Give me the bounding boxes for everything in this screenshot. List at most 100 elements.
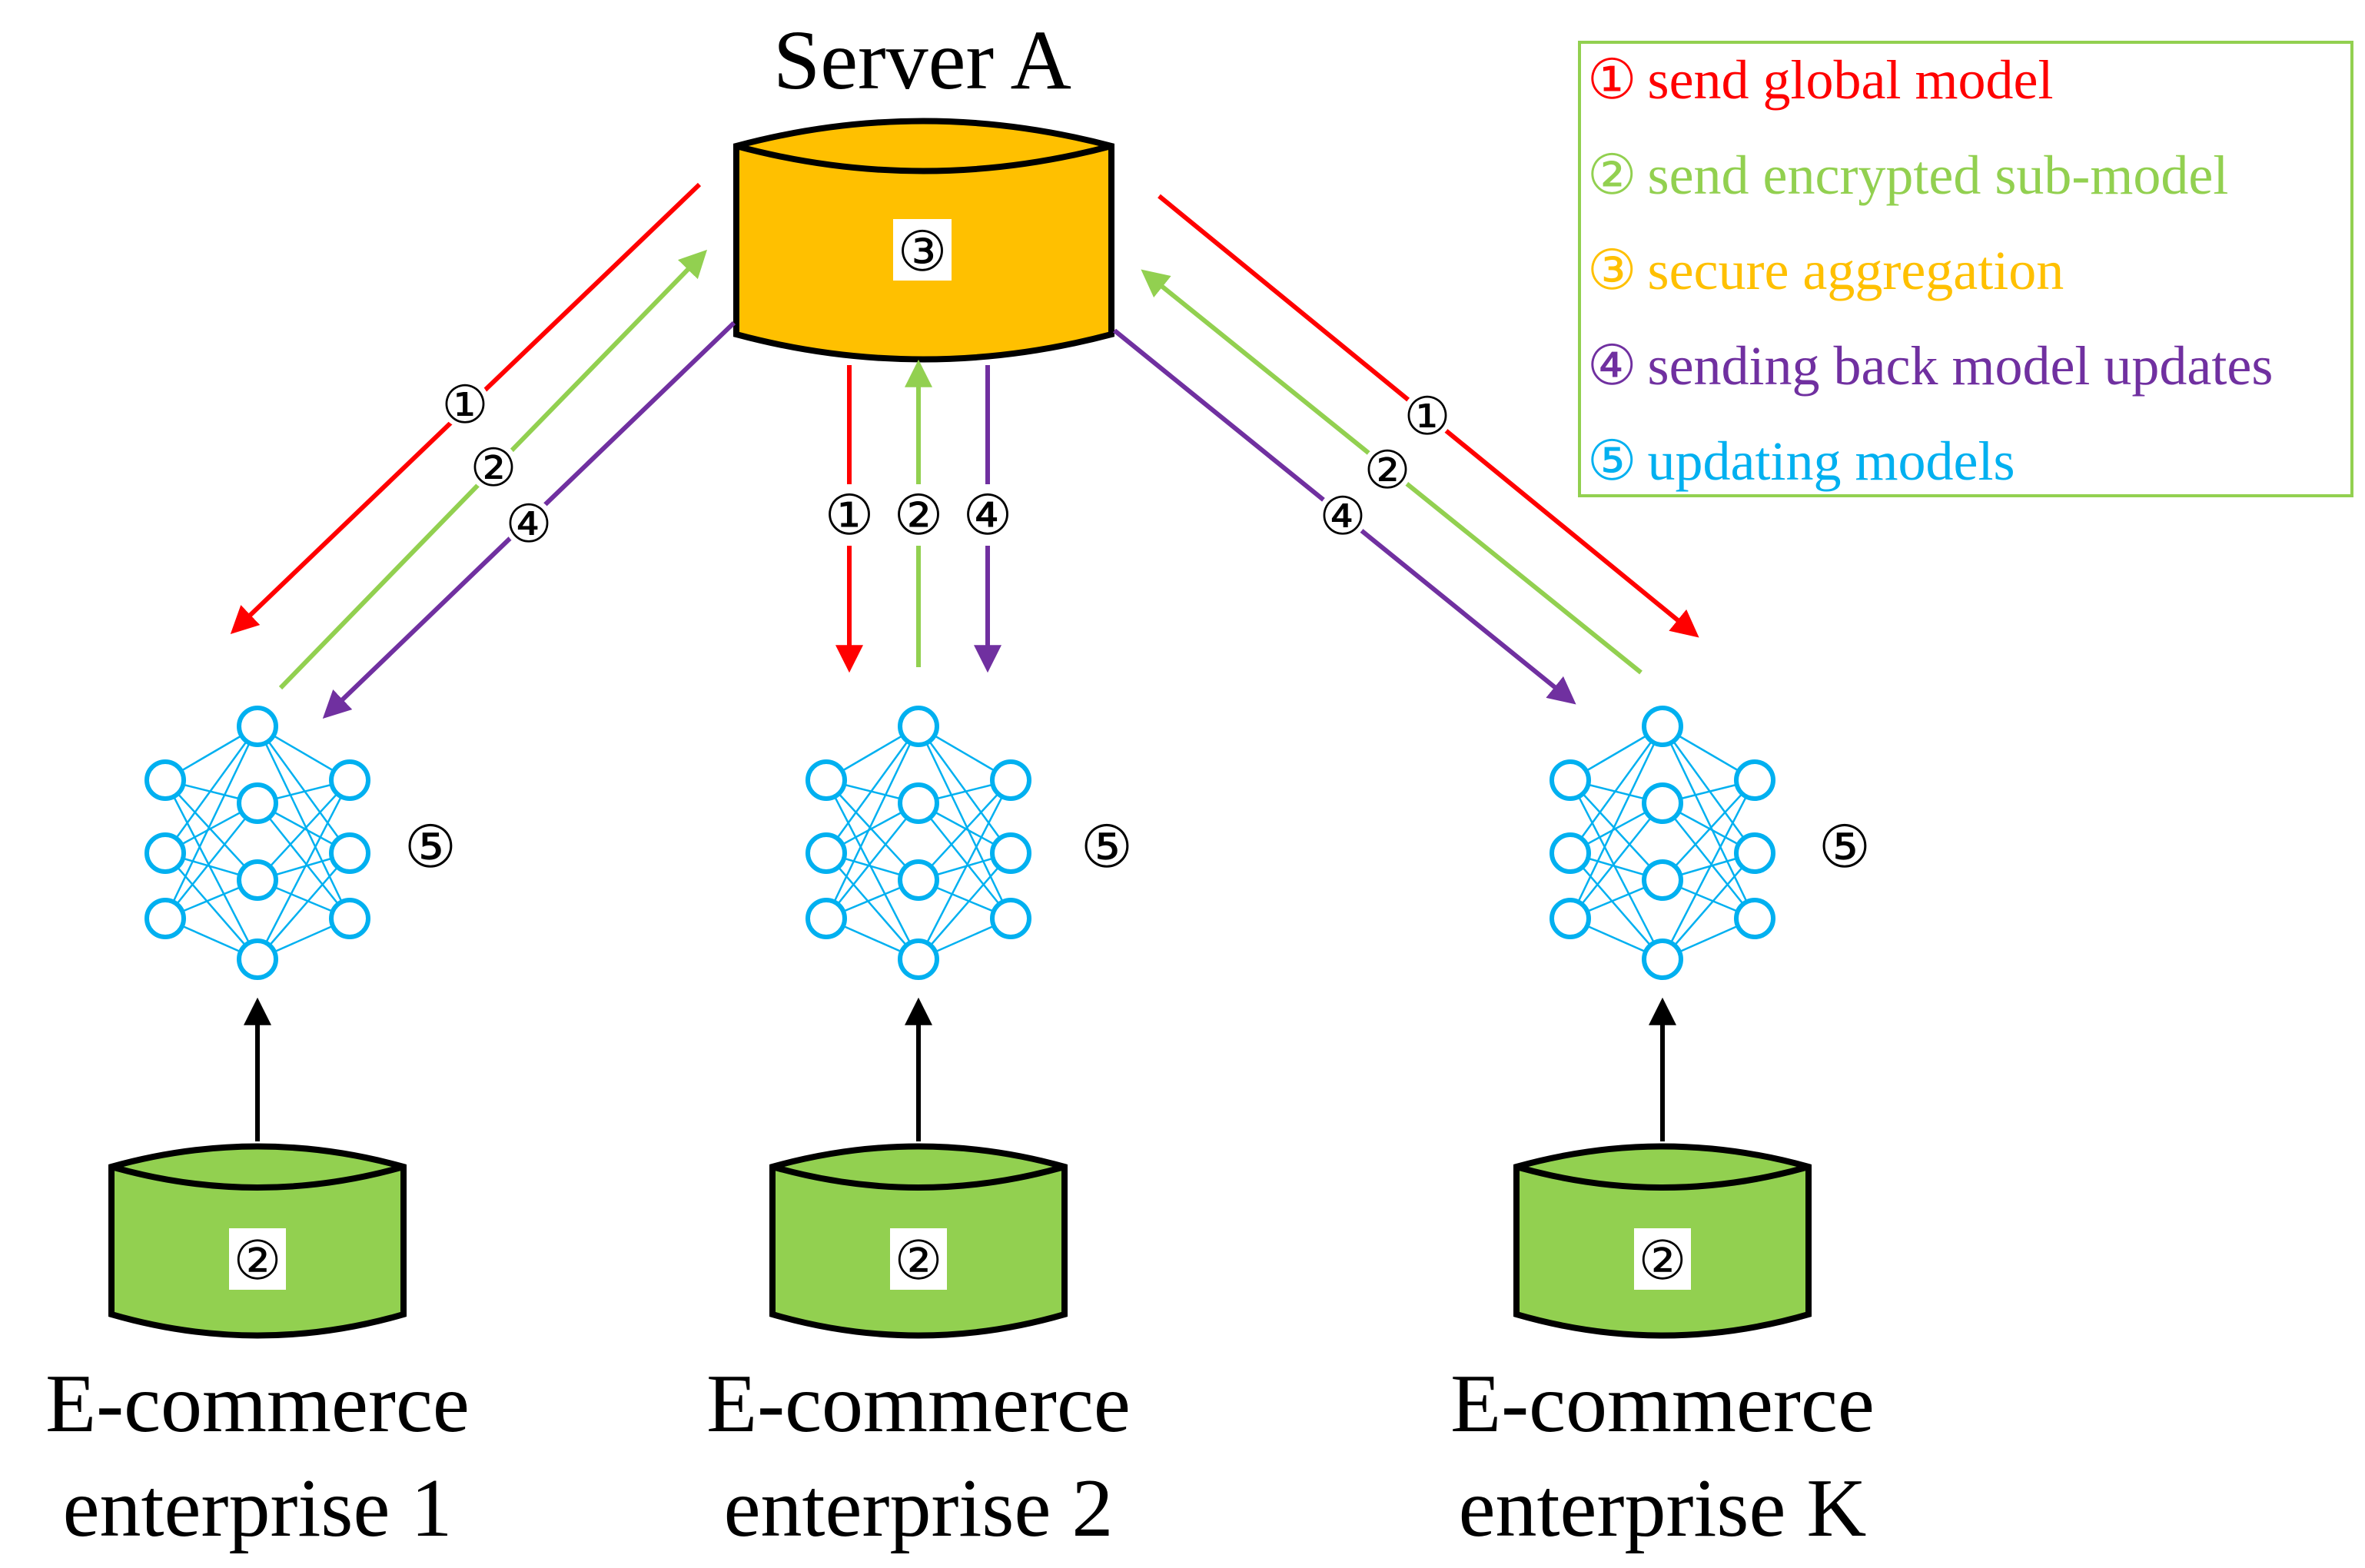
nn-edge bbox=[1662, 852, 1755, 960]
enterprise-k-name-line1: E-commerce bbox=[1450, 1358, 1875, 1450]
flow-label-left-1: ① bbox=[442, 376, 489, 434]
server-marker-bg bbox=[893, 219, 952, 281]
nn-edge bbox=[918, 852, 1011, 960]
nn-edge bbox=[825, 802, 919, 919]
label-bg-right-4 bbox=[1318, 490, 1367, 540]
nn-edge bbox=[256, 779, 351, 960]
nn-edge bbox=[257, 779, 350, 881]
nn-node bbox=[1734, 832, 1775, 874]
nn-node bbox=[1734, 898, 1775, 939]
nn-edge bbox=[825, 779, 920, 960]
nn-edge bbox=[917, 726, 1012, 919]
nn-node bbox=[1550, 898, 1591, 939]
label-bg-right-1 bbox=[1403, 390, 1452, 440]
nn-node bbox=[237, 706, 278, 747]
db-marker-bg-k bbox=[1634, 1228, 1691, 1290]
nn-node bbox=[898, 859, 939, 901]
server-a: Server A ③ bbox=[733, 13, 1114, 363]
legend-border bbox=[1578, 41, 2353, 497]
nn-edge bbox=[256, 726, 351, 919]
nn-node bbox=[1550, 759, 1591, 801]
nn-node bbox=[1642, 782, 1683, 824]
label-bg-mid bbox=[815, 484, 1022, 546]
nn-edge bbox=[164, 779, 258, 881]
nn-node bbox=[1642, 938, 1683, 980]
nn-edge bbox=[164, 802, 258, 919]
enterprise-2-name-line1: E-commerce bbox=[706, 1358, 1131, 1450]
model-update-marker-1: ⑤ bbox=[404, 816, 457, 880]
nn-node bbox=[898, 706, 939, 747]
nn-node bbox=[329, 832, 370, 874]
nn-edge bbox=[164, 779, 259, 960]
nn-node bbox=[237, 859, 278, 901]
nn-edge bbox=[825, 726, 920, 919]
enterprise-k-name-line2: enterprise K bbox=[1459, 1463, 1867, 1554]
nn-node bbox=[1734, 759, 1775, 801]
nn-edge bbox=[1662, 779, 1755, 881]
flow-label-right-4: ④ bbox=[1320, 487, 1367, 546]
nn-edge bbox=[257, 852, 350, 960]
neural-network-icon-enterprise-k bbox=[1550, 706, 1775, 980]
enterprise-1-name-line1: E-commerce bbox=[45, 1358, 470, 1450]
nn-edge bbox=[164, 726, 259, 919]
nn-edge bbox=[1661, 726, 1756, 854]
legend-marker-3: ③ bbox=[1587, 240, 1637, 301]
legend-text-1: send global model bbox=[1648, 49, 2054, 111]
nn-node bbox=[237, 938, 278, 980]
nn-edge bbox=[917, 779, 1012, 960]
legend-marker-5: ⑤ bbox=[1587, 430, 1637, 492]
nn-edge bbox=[1569, 726, 1664, 919]
left-branch-arrows: ① ② ④ bbox=[230, 182, 736, 719]
nn-node bbox=[898, 938, 939, 980]
server-step-marker: ③ bbox=[898, 221, 948, 283]
right-branch-arrows: ① ② ④ bbox=[1113, 194, 1699, 705]
nn-edge bbox=[1569, 726, 1664, 854]
model-update-marker-2: ⑤ bbox=[1081, 816, 1133, 880]
nn-node bbox=[805, 759, 847, 801]
nn-node bbox=[329, 898, 370, 939]
nn-edge bbox=[164, 852, 258, 960]
neural-network-icon-enterprise-2 bbox=[805, 706, 1031, 980]
flow-label-mid-1: ① bbox=[825, 485, 875, 546]
nn-node bbox=[329, 759, 370, 801]
server-title: Server A bbox=[773, 13, 1071, 107]
nn-node bbox=[1642, 706, 1683, 747]
nn-node bbox=[990, 832, 1031, 874]
nn-edge bbox=[918, 779, 1011, 881]
neural-network-icon-enterprise-1 bbox=[144, 706, 370, 980]
nn-edge bbox=[1569, 802, 1663, 919]
label-bg-right-2 bbox=[1363, 444, 1412, 493]
flow-label-mid-4: ④ bbox=[963, 485, 1013, 546]
nn-node bbox=[990, 898, 1031, 939]
db-marker-k: ② bbox=[1639, 1232, 1687, 1291]
label-bg-left-4 bbox=[504, 498, 553, 547]
flow-label-left-4: ④ bbox=[506, 495, 553, 553]
nn-node bbox=[898, 782, 939, 824]
middle-branch-arrows: ① ② ④ bbox=[815, 359, 1022, 673]
db-marker-bg-1 bbox=[229, 1228, 286, 1290]
nn-edge bbox=[825, 852, 919, 960]
legend-marker-4: ④ bbox=[1587, 335, 1637, 397]
legend-marker-1: ① bbox=[1587, 49, 1637, 111]
nn-edge bbox=[918, 802, 1011, 919]
nn-edge bbox=[917, 726, 1012, 854]
nn-node bbox=[237, 782, 278, 824]
nn-edge bbox=[256, 726, 351, 854]
nn-node bbox=[1642, 859, 1683, 901]
model-update-marker-k: ⑤ bbox=[1819, 816, 1871, 880]
nn-node bbox=[805, 898, 847, 939]
nn-node bbox=[805, 832, 847, 874]
label-bg-left-1 bbox=[440, 379, 490, 428]
nn-edge bbox=[1569, 852, 1663, 960]
flow-label-left-2: ② bbox=[470, 439, 517, 497]
nn-node bbox=[144, 898, 186, 939]
label-bg-left-2 bbox=[469, 442, 518, 491]
db-marker-2: ② bbox=[895, 1232, 943, 1291]
legend-text-5: updating models bbox=[1648, 430, 2015, 492]
